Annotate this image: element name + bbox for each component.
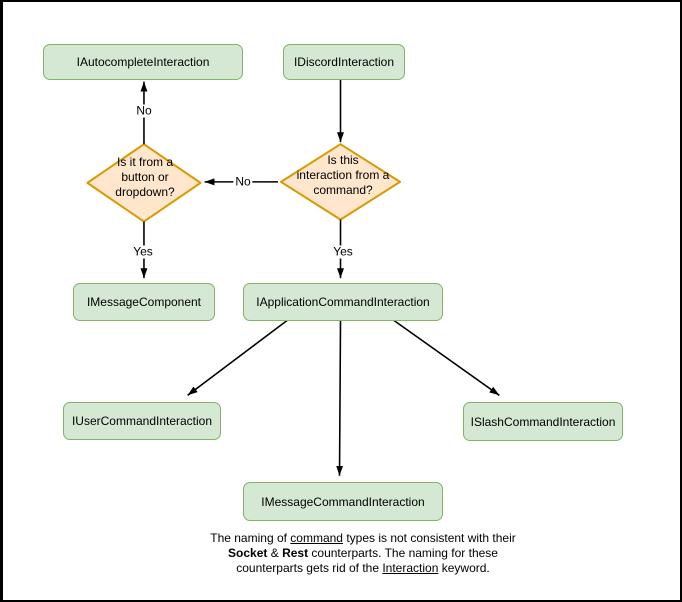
decision-line: interaction from a <box>296 168 390 182</box>
flowchart-edges-layer <box>86 79 500 476</box>
edge-label-yes-right: Yes <box>331 244 355 259</box>
decision-from-command <box>279 143 402 221</box>
footer-line-1: The naming of command types is not consi… <box>210 531 516 545</box>
decision-line: button or <box>121 170 169 184</box>
decision-from-command-label: Is this interaction from a command? <box>278 153 408 198</box>
footer-line-3: counterparts gets rid of the Interaction… <box>236 561 490 575</box>
node-iautocompleteinteraction: IAutocompleteInteraction <box>43 44 243 80</box>
edge-appcommand-to-messagecommand <box>336 319 344 476</box>
node-imessagecommandinteraction: IMessageCommandInteraction <box>243 482 443 521</box>
decision-line: Is it from a <box>116 155 173 169</box>
footer-line-2: Socket & Rest counterparts. The naming f… <box>228 546 498 560</box>
decision-button-or-dropdown-label: Is it from a button or dropdown? <box>93 155 197 200</box>
node-imessagecomponent: IMessageComponent <box>73 283 215 321</box>
decision-button-or-dropdown <box>86 143 202 223</box>
decision-line: Is this <box>327 153 359 167</box>
edge-label-no-horizontal: No <box>233 174 253 189</box>
decision-line: command? <box>313 183 373 197</box>
edge-appcommand-to-usercommand <box>187 319 289 396</box>
decision-line: dropdown? <box>115 185 175 199</box>
node-islashcommandinteraction: ISlashCommandInteraction <box>463 402 623 441</box>
footer-note: The naming of command types is not consi… <box>143 531 583 576</box>
edge-label-no-up: No <box>134 103 154 118</box>
node-idiscordinteraction: IDiscordInteraction <box>283 44 405 80</box>
edge-appcommand-to-slashcommand <box>392 319 500 396</box>
node-iapplicationcommandinteraction: IApplicationCommandInteraction <box>243 283 443 321</box>
edge-label-yes-left: Yes <box>131 244 155 259</box>
node-iusercommandinteraction: IUserCommandInteraction <box>63 402 221 440</box>
